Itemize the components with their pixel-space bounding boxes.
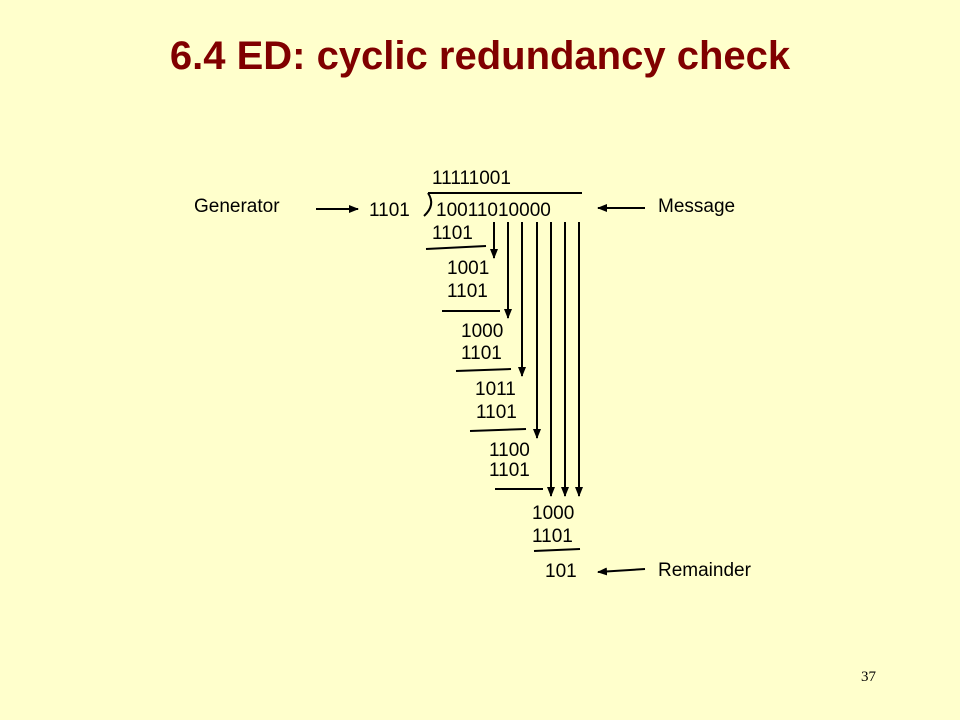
subtrahend: 1101	[447, 281, 488, 302]
step-result: 1000	[532, 503, 574, 524]
step-result: 1011	[475, 379, 516, 400]
step-result: 1001	[447, 258, 489, 279]
subtrahend: 1101	[532, 526, 573, 547]
divisor: 1101	[369, 200, 410, 221]
subtrahend: 1101	[461, 343, 502, 364]
subtraction-line	[469, 428, 527, 432]
step-result: 1000	[461, 321, 503, 342]
remainder-arrow	[597, 567, 646, 576]
quotient: 11111001	[432, 168, 511, 189]
subtrahend: 1101	[476, 402, 517, 423]
slide-number: 37	[861, 669, 876, 685]
division-bracket	[423, 192, 433, 217]
subtrahend: 1101	[432, 223, 473, 244]
slide-title: 6.4 ED: cyclic redundancy check	[169, 34, 791, 78]
generator-label: Generator	[194, 196, 280, 217]
dividend: 10011010000	[436, 200, 551, 221]
subtrahend: 1101	[489, 460, 530, 481]
subtraction-line	[425, 245, 487, 250]
subtraction-line	[455, 368, 512, 372]
subtraction-line	[533, 548, 581, 552]
step-result: 1100	[489, 440, 530, 461]
remainder-value: 101	[545, 561, 577, 582]
remainder-label: Remainder	[658, 560, 752, 581]
message-label: Message	[658, 196, 735, 217]
